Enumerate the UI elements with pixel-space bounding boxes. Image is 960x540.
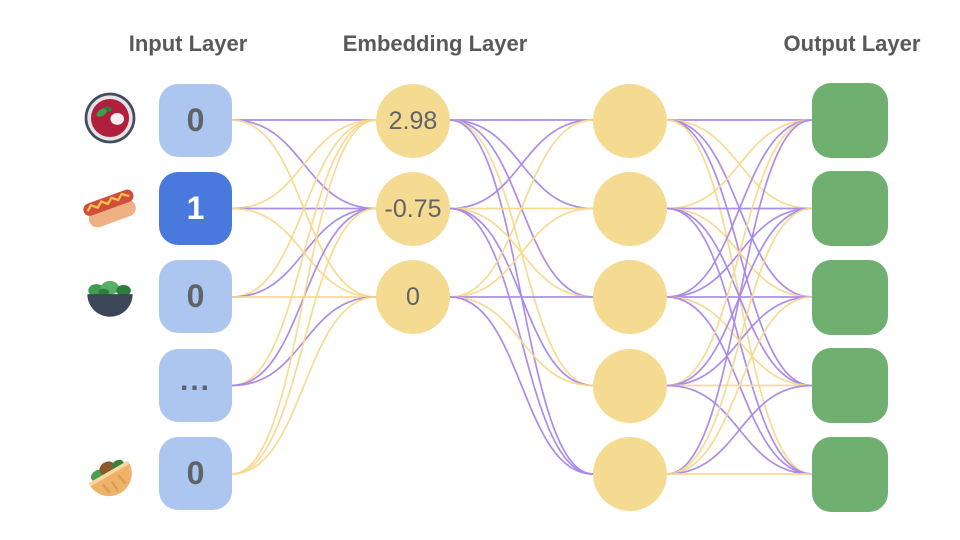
edge [666, 207, 813, 475]
output-node [812, 260, 888, 335]
edge [231, 119, 377, 475]
stuffed-flatbread-icon [88, 459, 132, 497]
hidden-node [593, 172, 667, 246]
edge [666, 119, 813, 298]
edge [666, 119, 813, 475]
edge [449, 119, 594, 210]
input-node-ellipsis: ... [159, 349, 232, 422]
borscht-icon [84, 92, 136, 144]
output-node [812, 348, 888, 423]
salad-icon [87, 280, 133, 317]
embedding-layer-title: Embedding Layer [342, 31, 528, 56]
edge [231, 207, 377, 475]
edge [666, 296, 813, 475]
edge [449, 296, 594, 475]
output-node [812, 437, 888, 512]
input-node-value: 0 [186, 278, 205, 314]
edge [666, 119, 813, 210]
edge [449, 119, 594, 298]
edge [449, 296, 594, 387]
embedding-node: 2.98 [376, 84, 450, 158]
hidden-node [593, 437, 667, 511]
edge [231, 119, 377, 387]
embedding-node-value: 2.98 [388, 106, 438, 135]
input-node: 0 [159, 437, 232, 510]
embedding-node-value: 0 [406, 282, 420, 311]
hidden-node [593, 260, 667, 334]
input-node-value: 1 [186, 190, 205, 226]
edge [449, 207, 594, 298]
input-node: 0 [159, 84, 232, 157]
input-layer-title: Input Layer [128, 31, 248, 56]
edge [231, 119, 377, 298]
input-node: 0 [159, 260, 232, 333]
output-layer-title: Output Layer [783, 31, 921, 56]
input-node-value: 0 [186, 102, 205, 138]
edge [666, 119, 813, 387]
edge [231, 296, 377, 475]
hidden-node [593, 349, 667, 423]
embedding-node-value: -0.75 [384, 194, 442, 223]
input-node-value: 0 [186, 455, 205, 491]
embedding-node: -0.75 [376, 172, 450, 246]
edge [666, 384, 813, 475]
input-node-value: ... [179, 363, 211, 397]
output-node [812, 171, 888, 246]
input-node-active: 1 [159, 172, 232, 245]
embedding-node: 0 [376, 260, 450, 334]
hidden-node [593, 84, 667, 158]
edge [231, 119, 377, 210]
output-node [812, 83, 888, 158]
hot-dog-icon [83, 189, 136, 228]
